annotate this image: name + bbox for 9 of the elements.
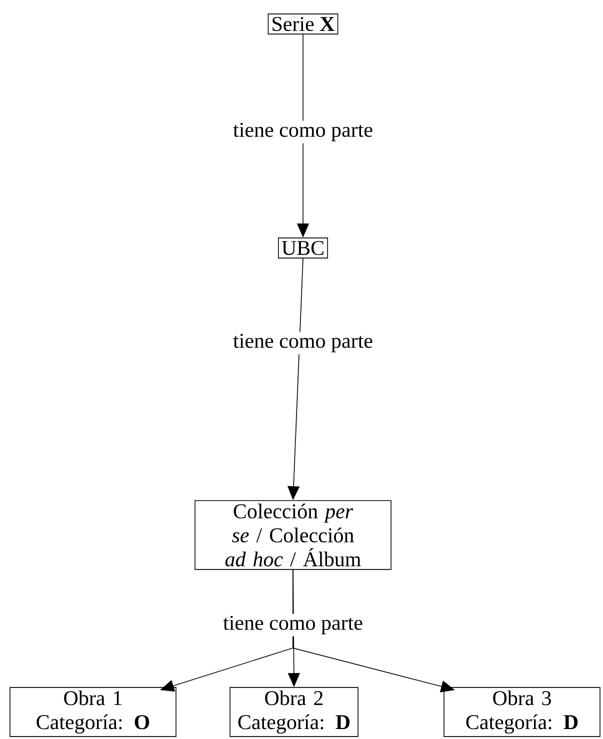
box: UBC	[278, 238, 328, 258]
edge-label: tiene como parte	[231, 332, 375, 354]
box: Obra 3 Categoría: D	[444, 687, 600, 737]
box: Serie X	[268, 14, 338, 34]
box: Colección per se / Colección ad hoc / Álbum	[194, 500, 392, 570]
box: Obra 1 Categoría: O	[10, 687, 176, 737]
edge-label: tiene como parte	[221, 614, 365, 636]
box: Obra 2 Categoría: D	[230, 687, 358, 737]
edge-label: tiene como parte	[231, 120, 375, 144]
